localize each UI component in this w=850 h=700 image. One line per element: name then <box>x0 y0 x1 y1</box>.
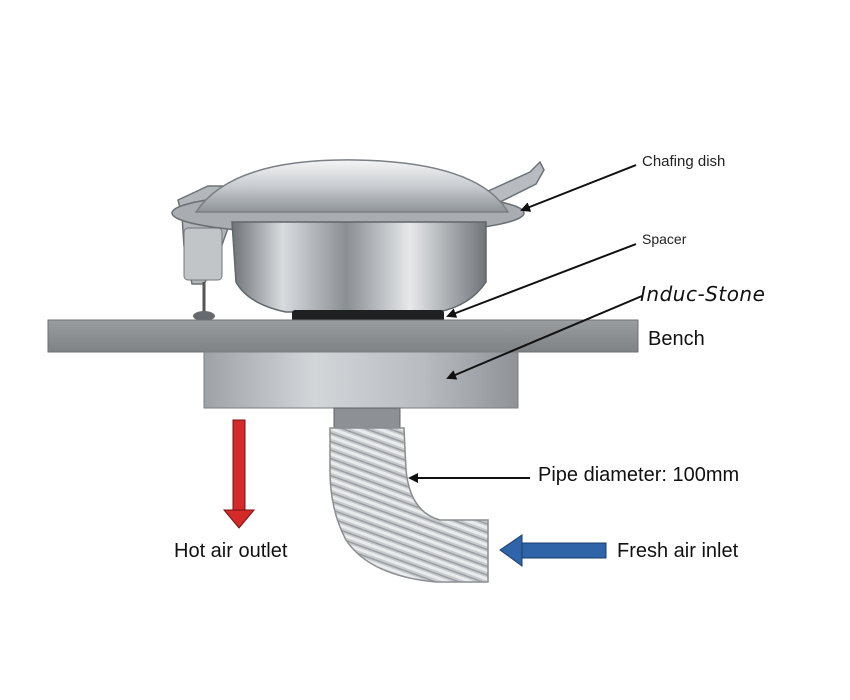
dish-lid <box>194 159 510 213</box>
pipe-collar <box>333 407 401 431</box>
pointer-spacer <box>446 243 637 318</box>
pointer-bench <box>446 295 643 380</box>
label-fresh-air-inlet: Fresh air inlet <box>617 540 739 562</box>
induc-stone-housing <box>203 351 519 409</box>
hinge-foot <box>193 311 215 321</box>
chafing-dish <box>171 159 545 322</box>
label-chafing-dish: Chafing dish <box>642 153 726 170</box>
flexible-pipe <box>329 427 489 583</box>
label-pipe-diameter: Pipe diameter: 100mm <box>538 464 740 486</box>
dish-pot <box>231 221 487 313</box>
pointer-lines <box>408 164 643 483</box>
duct-pipe <box>329 407 489 583</box>
pointer-chafing-dish <box>520 164 637 212</box>
spacer <box>292 310 444 322</box>
label-induc-stone: Induc-Stone <box>640 282 766 306</box>
label-bench: Bench <box>648 328 705 350</box>
label-spacer: Spacer <box>642 231 687 247</box>
hinge-post <box>183 227 223 281</box>
label-hot-air-outlet: Hot air outlet <box>174 540 288 562</box>
fresh-air-arrow <box>499 534 607 567</box>
bench <box>47 319 639 353</box>
hot-air-arrow <box>222 419 256 529</box>
